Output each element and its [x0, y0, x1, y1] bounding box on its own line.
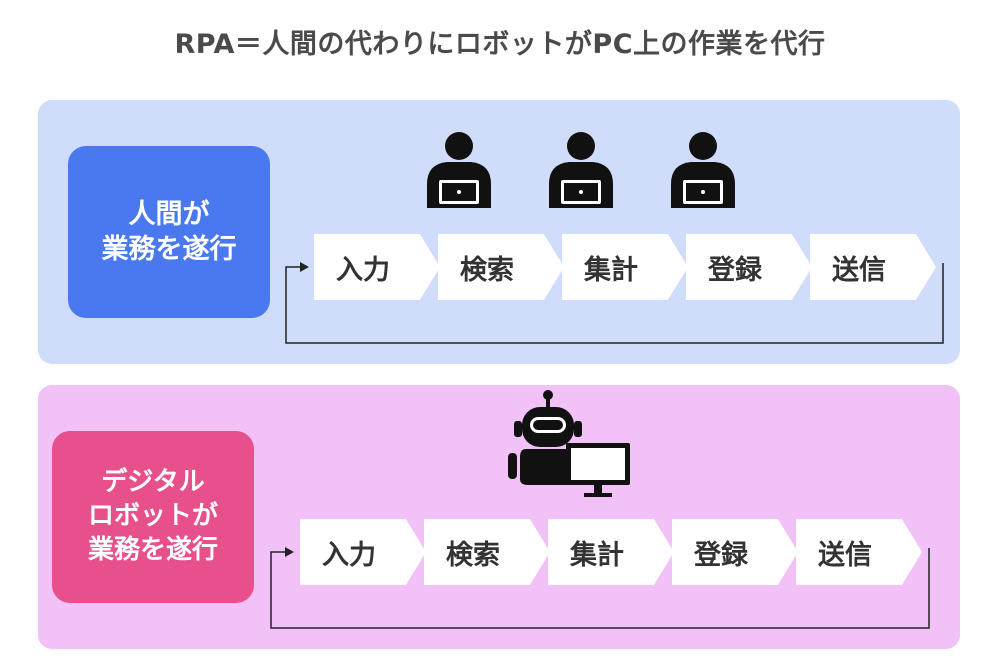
human-step-search: 検索 — [438, 234, 564, 300]
robot-label-line-1: デジタル — [101, 467, 205, 498]
robot-step-search: 検索 — [424, 519, 550, 585]
robot-step-input: 入力 — [300, 519, 426, 585]
robot-label-line-2: ロボットが — [87, 501, 218, 532]
robot-with-monitor-icon — [508, 390, 630, 497]
robot-label-box: デジタル ロボットが 業務を遂行 — [52, 431, 254, 603]
human-workflow-panel: 人間が 業務を遂行 入力 検索 集計 登録 送信 — [38, 100, 960, 364]
human-icons — [427, 132, 735, 208]
person-at-laptop-icon — [427, 132, 491, 208]
robot-step-register: 登録 — [672, 519, 798, 585]
person-at-laptop-icon — [549, 132, 613, 208]
human-label-line-1: 人間が — [128, 198, 210, 230]
diagram-title: RPA＝人間の代わりにロボットがPC上の作業を代行 — [174, 29, 826, 60]
person-at-laptop-icon — [671, 132, 735, 208]
human-label-box: 人間が 業務を遂行 — [68, 146, 270, 318]
human-label-line-2: 業務を遂行 — [101, 234, 237, 265]
human-step-aggregate: 集計 — [562, 234, 688, 300]
robot-step-aggregate: 集計 — [548, 519, 674, 585]
human-step-send: 送信 — [810, 234, 936, 300]
robot-label-line-3: 業務を遂行 — [87, 534, 218, 565]
human-step-input: 入力 — [314, 234, 440, 300]
robot-workflow-panel: デジタル ロボットが 業務を遂行 入力 検索 集計 登録 送信 — [38, 385, 960, 649]
robot-step-send: 送信 — [796, 519, 922, 585]
robot-loop-arrow — [270, 547, 930, 629]
human-loop-arrow — [285, 262, 944, 344]
human-step-register: 登録 — [686, 234, 812, 300]
